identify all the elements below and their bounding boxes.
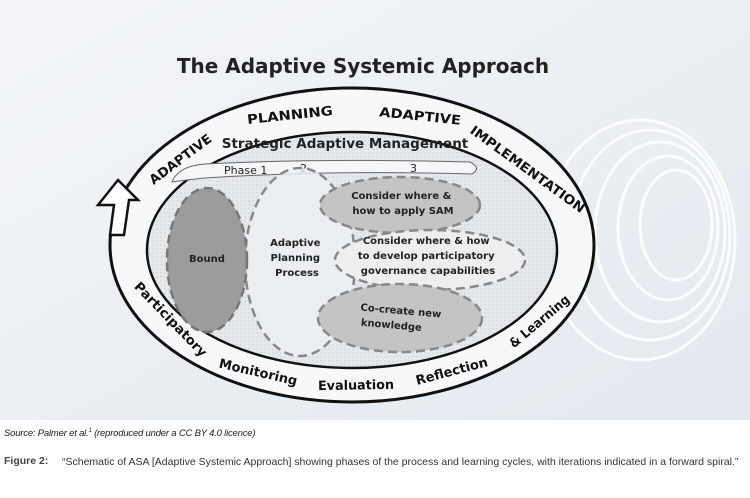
governance-line-2: to develop participatory bbox=[358, 251, 495, 262]
apply-sam-line-2: how to apply SAM bbox=[352, 206, 453, 217]
svg-text:Consider where & how to de: Consider where & how to develop particip… bbox=[358, 236, 498, 277]
cycle-arrow-icon bbox=[95, 178, 142, 237]
figure-caption: Figure 2: “Schematic of ASA [Adaptive Sy… bbox=[4, 455, 744, 470]
governance-line-1: Consider where & how bbox=[363, 236, 490, 247]
diagram-title: The Adaptive Systemic Approach bbox=[177, 54, 549, 78]
source-ref: 1 bbox=[88, 428, 92, 434]
knowledge-blob bbox=[316, 282, 484, 354]
asa-diagram: The Adaptive Systemic Approach Strategic… bbox=[0, 0, 750, 420]
source-suffix: (reproduced under a CC BY 4.0 licence) bbox=[91, 428, 256, 440]
sam-title: Strategic Adaptive Management bbox=[222, 136, 469, 152]
planning-line-2: Planning bbox=[271, 253, 320, 264]
svg-text:Consider where & how to ap: Consider where & how to apply SAM bbox=[351, 191, 455, 217]
apply-sam-line-1: Consider where & bbox=[351, 191, 451, 202]
svg-text:Phase 1: Phase 1 bbox=[224, 164, 267, 177]
bound-ellipse bbox=[165, 186, 249, 334]
figure-source: Source: Palmer et al.1 (reproduced under… bbox=[4, 428, 256, 440]
phase-3: 3 bbox=[410, 162, 417, 175]
svg-text:Adaptive Planning Proc: Adaptive Planning Process bbox=[270, 238, 324, 279]
planning-line-1: Adaptive bbox=[270, 238, 321, 249]
planning-line-3: Process bbox=[275, 268, 319, 279]
bound-label: Bound bbox=[189, 254, 225, 265]
source-prefix: Source: Palmer et al. bbox=[4, 428, 89, 440]
caption-text: “Schematic of ASA [Adaptive Systemic App… bbox=[62, 456, 739, 468]
ring-word: Evaluation bbox=[318, 378, 394, 394]
caption-label: Figure 2: bbox=[4, 455, 49, 467]
knowledge-line-2: knowledge bbox=[360, 318, 422, 334]
apply-sam-blob bbox=[318, 175, 482, 235]
phase-label: Phase bbox=[224, 164, 257, 177]
governance-line-3: governance capabilities bbox=[361, 266, 495, 277]
phase-1: 1 bbox=[260, 164, 267, 177]
